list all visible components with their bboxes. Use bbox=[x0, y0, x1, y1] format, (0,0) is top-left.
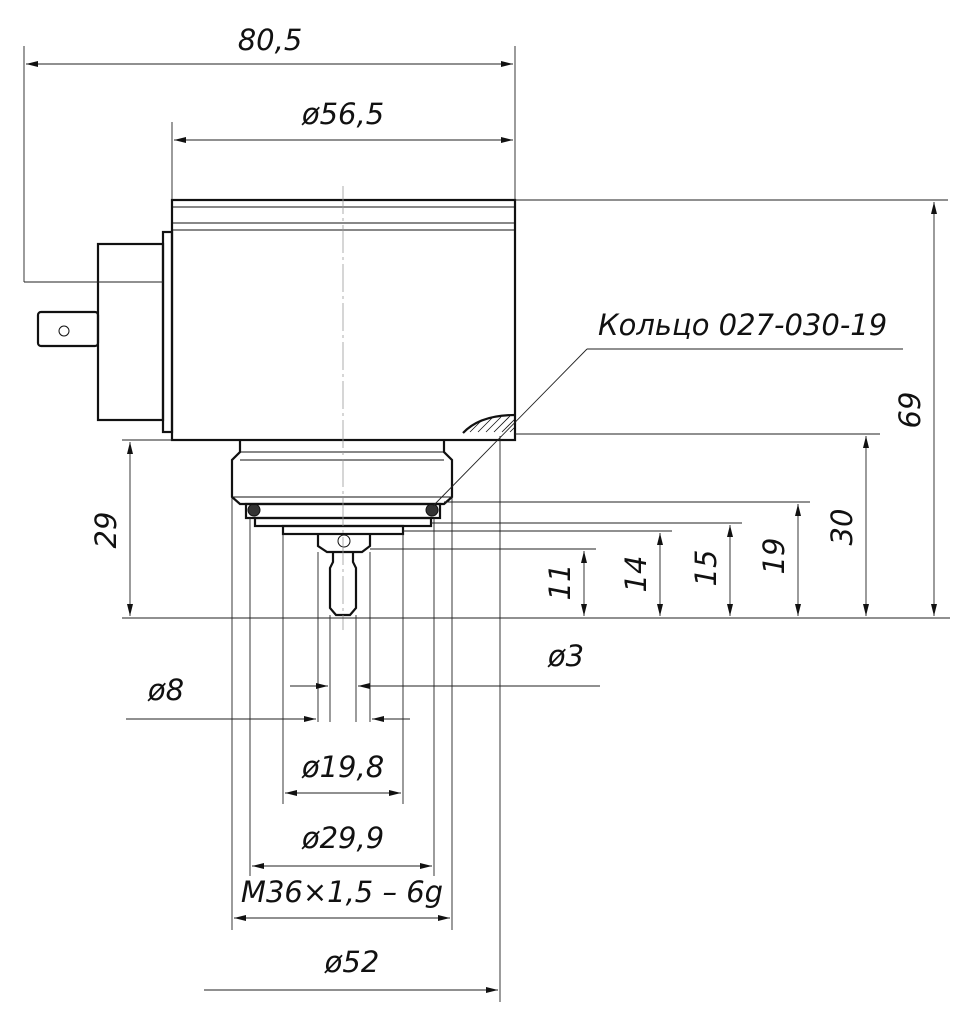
label-d29-9: ø29,9 bbox=[301, 821, 384, 855]
label-h29: 29 bbox=[89, 512, 123, 549]
body-cylinder bbox=[170, 198, 517, 442]
label-d52: ø52 bbox=[324, 945, 380, 979]
label-h15: 15 bbox=[689, 550, 723, 587]
o-ring-left bbox=[247, 503, 261, 517]
label-h11: 11 bbox=[543, 564, 577, 601]
dim-h15: 15 bbox=[431, 522, 742, 616]
label-h14: 14 bbox=[619, 556, 653, 593]
electrical-connector bbox=[36, 230, 174, 434]
label-thread: M36×1,5 – 6g bbox=[241, 875, 443, 909]
label-d19-8: ø19,8 bbox=[301, 750, 384, 784]
label-ring: Кольцо 027-030-19 bbox=[598, 308, 887, 342]
label-flange-height: 30 bbox=[825, 509, 859, 546]
sensor-body bbox=[170, 198, 517, 442]
label-h19: 19 bbox=[757, 538, 791, 575]
diameter-extension-lines bbox=[231, 436, 501, 1002]
label-total-height: 69 bbox=[893, 392, 927, 429]
label-body-diameter: ø56,5 bbox=[301, 97, 384, 131]
dim-pin-outer-diameter: ø8 bbox=[126, 673, 410, 722]
o-ring-right bbox=[425, 503, 439, 517]
label-pin-diameter: ø3 bbox=[547, 639, 584, 673]
dim-h14: 14 bbox=[403, 530, 672, 616]
dim-overall-width: 80,5 bbox=[23, 23, 516, 283]
dim-h29: 29 bbox=[89, 439, 172, 616]
contact-pin bbox=[316, 534, 372, 617]
dim-d19-8: ø19,8 bbox=[285, 750, 401, 796]
ring-callout: Кольцо 027-030-19 bbox=[432, 308, 903, 507]
threaded-neck bbox=[230, 440, 454, 536]
dim-d29-9: ø29,9 bbox=[252, 821, 432, 869]
dim-total-height: 69 bbox=[515, 199, 948, 616]
terminal-hole bbox=[58, 325, 70, 337]
label-overall-width: 80,5 bbox=[238, 23, 303, 57]
ring-hatch bbox=[469, 415, 516, 433]
dim-d52: ø52 bbox=[204, 945, 498, 993]
dim-body-diameter: ø56,5 bbox=[171, 97, 513, 200]
dim-h19: 19 bbox=[444, 501, 810, 616]
dim-pin-diameter: ø3 bbox=[290, 639, 600, 689]
label-pin-outer-diameter: ø8 bbox=[147, 673, 184, 707]
dim-thread: M36×1,5 – 6g bbox=[234, 875, 450, 921]
dim-flange-height: 30 bbox=[515, 433, 880, 616]
dim-h11: 11 bbox=[370, 548, 596, 616]
